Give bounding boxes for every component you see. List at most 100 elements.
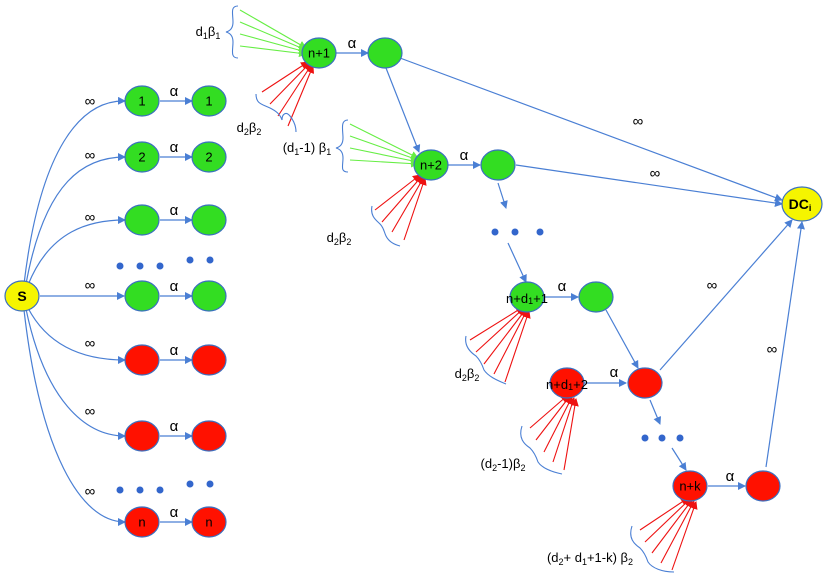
edge-dots1-to-nd1 — [507, 242, 527, 283]
inf-label-3: ∞ — [85, 209, 96, 226]
dot — [676, 434, 684, 442]
left-node-1b-label: 1 — [205, 94, 212, 109]
left-node-6 — [124, 420, 160, 452]
node-n1-label: n+1 — [308, 46, 330, 61]
edge-s-to-1 — [23, 96, 126, 285]
alpha-label-nd2: α — [610, 364, 619, 381]
green-rays-n1 — [239, 9, 307, 58]
brace-n1-top — [225, 5, 239, 59]
inf-label-6: ∞ — [85, 403, 96, 420]
brace-n2-bottom — [371, 205, 401, 247]
dot — [186, 256, 194, 264]
left-node-2b — [191, 141, 227, 173]
node-n1-out — [367, 37, 403, 69]
inf-label-1: ∞ — [85, 93, 96, 110]
source-node — [4, 280, 40, 312]
alpha-label-4: α — [170, 278, 179, 295]
left-node-1b — [191, 85, 227, 117]
left-node-3 — [124, 204, 160, 236]
capacity-labels: d1β1 d2β2 (d1-1) β1 d2β2 d2β2 (d2-1)β2 (… — [196, 24, 633, 567]
dot — [156, 262, 164, 270]
dot — [136, 262, 144, 270]
source-label: S — [17, 288, 26, 304]
inf-label-n1dc: ∞ — [633, 113, 644, 130]
edge-nd2out-to-dc — [659, 219, 793, 371]
left-node-n — [124, 506, 160, 538]
node-labels: S DCi 1 1 2 2 n n n+1 n+2 n+d1+1 n+d1+2 … — [17, 46, 811, 530]
brace-n2-top — [335, 119, 349, 173]
dot — [536, 228, 544, 236]
red-rays-n2 — [374, 174, 427, 241]
node-n2-out — [480, 149, 516, 181]
capacity-label-d1b1: d1β1 — [196, 24, 221, 41]
node-nd1-label: n+d1+1 — [506, 291, 548, 307]
left-node-5b — [191, 344, 227, 376]
edge-n1out-to-dc — [399, 57, 783, 202]
network-edges — [336, 49, 805, 490]
dot — [156, 486, 164, 494]
node-nd1 — [509, 281, 545, 313]
red-rays-nd2 — [529, 394, 579, 471]
ellipsis-dots — [116, 228, 684, 494]
alpha-label-6: α — [170, 418, 179, 435]
inf-label-2: ∞ — [85, 147, 96, 164]
left-node-4 — [124, 280, 160, 312]
capacity-label-d2b2-n1: d2β2 — [237, 120, 262, 137]
alpha-label-nk: α — [726, 468, 735, 485]
capacity-label-d1m1b1: (d1-1) β1 — [283, 140, 332, 157]
edge-s-to-n — [23, 309, 126, 526]
inf-label-4: ∞ — [85, 277, 96, 294]
brace-n1-bottom — [255, 93, 297, 133]
left-node-6b — [191, 420, 227, 452]
capacity-label-d2b2-nd1: d2β2 — [455, 366, 480, 383]
capacity-label-d2b2-n2: d2β2 — [327, 230, 352, 247]
left-node-2 — [124, 141, 160, 173]
edge-n1out-to-n2 — [385, 67, 421, 153]
alpha-label-n2: α — [460, 147, 469, 164]
node-nk — [672, 470, 708, 502]
brace-nd2-bottom — [520, 425, 563, 475]
green-rays-n2 — [349, 123, 419, 168]
edge-nkout-to-dc — [765, 221, 805, 468]
sink-node-dc — [781, 186, 823, 222]
dot — [641, 434, 649, 442]
brace-nk-bottom — [630, 525, 675, 573]
dot — [116, 486, 124, 494]
edge-nd2out-down — [649, 399, 661, 425]
node-nk-out — [745, 470, 781, 502]
edge-s-to-5 — [27, 307, 126, 364]
braces — [225, 5, 675, 573]
dot — [511, 228, 519, 236]
red-rays-n1 — [261, 61, 314, 127]
left-node-4b — [191, 280, 227, 312]
alpha-label-1: α — [170, 83, 179, 100]
edge-s-to-3 — [27, 216, 126, 286]
left-node-nb-label: n — [205, 515, 212, 530]
alpha-label-3: α — [170, 202, 179, 219]
edge-n2out-down — [497, 182, 508, 209]
edge-dots2-to-nk — [671, 447, 687, 471]
left-node-n-label: n — [138, 515, 145, 530]
alpha-label-n1: α — [348, 35, 357, 52]
left-node-2b-label: 2 — [205, 150, 212, 165]
node-nd1-out — [578, 281, 614, 313]
edge-s-to-2 — [25, 153, 126, 285]
left-node-nb — [191, 506, 227, 538]
node-n2 — [413, 149, 449, 181]
alpha-label-5: α — [170, 342, 179, 359]
node-nd2-label: n+d1+2 — [546, 377, 588, 393]
inf-label-5: ∞ — [85, 335, 96, 352]
dot — [206, 480, 214, 488]
node-nd2 — [549, 367, 585, 399]
edge-nd1out-to-nd2out — [605, 309, 639, 369]
alpha-label-nd1: α — [558, 278, 567, 295]
source-edges — [23, 96, 126, 526]
alpha-label-7: α — [170, 504, 179, 521]
edge-n2out-to-dc — [515, 164, 783, 207]
nodes — [4, 37, 823, 538]
red-rays-nk — [639, 497, 698, 571]
brace-nd1-bottom — [465, 335, 507, 385]
node-n1 — [301, 37, 337, 69]
dot — [491, 228, 499, 236]
